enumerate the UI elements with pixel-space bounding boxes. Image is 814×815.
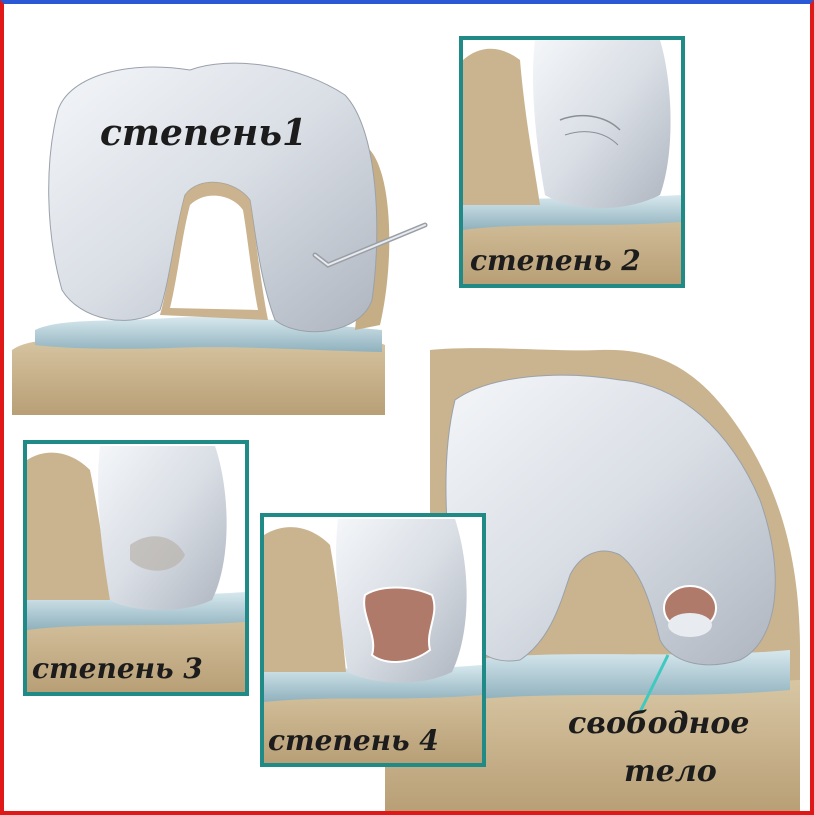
label-grade-1: степень1 — [100, 112, 307, 154]
label-grade-4: степень 4 — [268, 724, 439, 757]
label-loose-body-line1: свободное — [568, 706, 749, 741]
label-loose-body-line2: тело — [624, 754, 717, 789]
label-grade-2: степень 2 — [470, 244, 641, 277]
label-grade-3: степень 3 — [32, 652, 203, 685]
